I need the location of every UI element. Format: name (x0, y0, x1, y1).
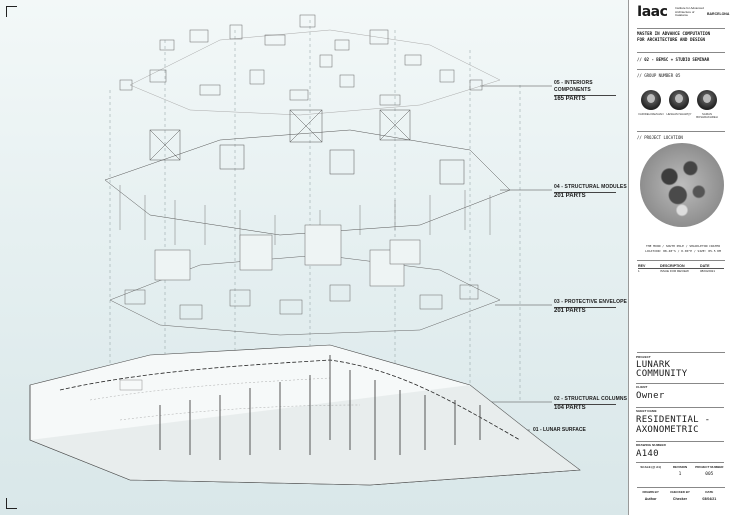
sheet-name-2: AXONOMETRIC (636, 425, 699, 435)
checked-by-label: CHECKED BY (670, 490, 690, 494)
project-number-value: 005 (705, 472, 714, 477)
callout-protective-envelope: 03 - PROTECTIVE ENVELOPE 201 PARTS (554, 299, 627, 314)
iaac-logo: Iaac (637, 4, 668, 20)
drawn-by-label: DRAWN BY (642, 490, 659, 494)
member-name: FARIDEH REZAIAN (638, 112, 664, 116)
moon-image (640, 143, 724, 227)
member-name: HESHAM SHAWQY (666, 112, 692, 116)
meta-row-1-values: 1 005 (636, 472, 724, 477)
drawing-number-label: DRAWING NUMBER (636, 443, 666, 447)
callout-lunar-surface: 01 - LUNAR SURFACE (533, 427, 586, 433)
location-coords-2: LOCATION: 88.48°S / 0.00°E / SIZE: 85.5 … (645, 249, 721, 253)
master-line-1: MASTER IN ADVANCE COMPUTATION (637, 31, 711, 36)
date-value: 08/04/2021 (700, 269, 716, 273)
logo-subtitle: Institute for Advanced Architecture of C… (675, 6, 704, 18)
drawn-by-value: Author (644, 497, 657, 501)
callout-interiors: 05 - INTERIORS COMPONENTS 165 PARTS (554, 80, 628, 103)
date-header: DATE (700, 264, 710, 268)
avatar (641, 90, 661, 110)
meta-row-2-labels: DRAWN BY CHECKED BY DATE (636, 490, 724, 494)
drawing-number: A140 (636, 449, 659, 459)
sheet-label: SHEET NAME (636, 409, 657, 413)
location-coords-1: THE MOON / SOUTH POLE / SHACKLETON CRATE… (645, 244, 721, 248)
city: BARCELONA (707, 12, 730, 16)
drawing-number-block: DRAWING NUMBER A140 (636, 443, 724, 459)
avatar (669, 90, 689, 110)
member-name: SAMAN BOSHRAKHREH (696, 112, 718, 120)
seminar-label: // 02 - BEMSC + STUDIO SEMINAR (637, 57, 710, 62)
client-block: CLIENT Owner (636, 385, 724, 401)
layer-interiors (119, 14, 501, 116)
drawing-area: 05 - INTERIORS COMPONENTS 165 PARTS 04 -… (0, 0, 628, 515)
location-label: // PROJECT LOCATION (637, 135, 683, 140)
layer-protective-envelope (109, 224, 501, 336)
sheet-name-1: RESIDENTIAL - (636, 415, 711, 425)
leader-lines (480, 85, 552, 431)
revision-label: REVISION (672, 465, 688, 469)
group-label: // GROUP NUMBER 05 (637, 73, 681, 78)
description-header: DESCRIPTION (660, 264, 685, 268)
layer-structural-columns (159, 355, 481, 460)
master-line-2: FOR ARCHITECTURE AND DESIGN (637, 37, 706, 42)
callout-structural-modules: 04 - STRUCTURAL MODULES 201 PARTS (554, 184, 627, 199)
sheet-block: SHEET NAME RESIDENTIAL - AXONOMETRIC (636, 409, 724, 435)
description-value: ISSUE FOR REVIEW (660, 269, 689, 273)
date-label: DATE (705, 490, 714, 494)
revision-value: 1 (678, 472, 682, 477)
layer-structural-modules (104, 109, 511, 245)
meta-row-2-values: Author Checker 03/04/21 (636, 497, 724, 501)
frame-corner (6, 498, 17, 509)
title-block: Iaac Institute for Advanced Architecture… (628, 0, 730, 515)
project-name: LUNARK COMMUNITY (636, 360, 688, 379)
client-name: Owner (636, 391, 665, 401)
client-label: CLIENT (636, 385, 648, 389)
project-label: PROJECT (636, 355, 651, 359)
rev-value: 1 (638, 269, 640, 273)
scale-label: SCALE (@ A1) (640, 465, 661, 469)
rev-header: REV (638, 264, 646, 268)
frame-corner (6, 6, 17, 17)
scale-value (636, 472, 665, 477)
project-number-label: PROJECT NUMBER (695, 465, 724, 469)
project-block: PROJECT LUNARK COMMUNITY (636, 355, 724, 379)
layer-lunar-surface (29, 344, 581, 486)
avatar (697, 90, 717, 110)
checked-by-value: Checker (672, 497, 688, 501)
exploded-axonometric (29, 14, 581, 486)
callout-structural-columns: 02 - STRUCTURAL COLUMNS 104 PARTS (554, 396, 628, 411)
date-value: 03/04/21 (702, 497, 717, 501)
meta-row-1-labels: SCALE (@ A1) REVISION PROJECT NUMBER (636, 465, 724, 469)
revision-table: REV DESCRIPTION DATE 1 ISSUE FOR REVIEW … (638, 264, 724, 273)
